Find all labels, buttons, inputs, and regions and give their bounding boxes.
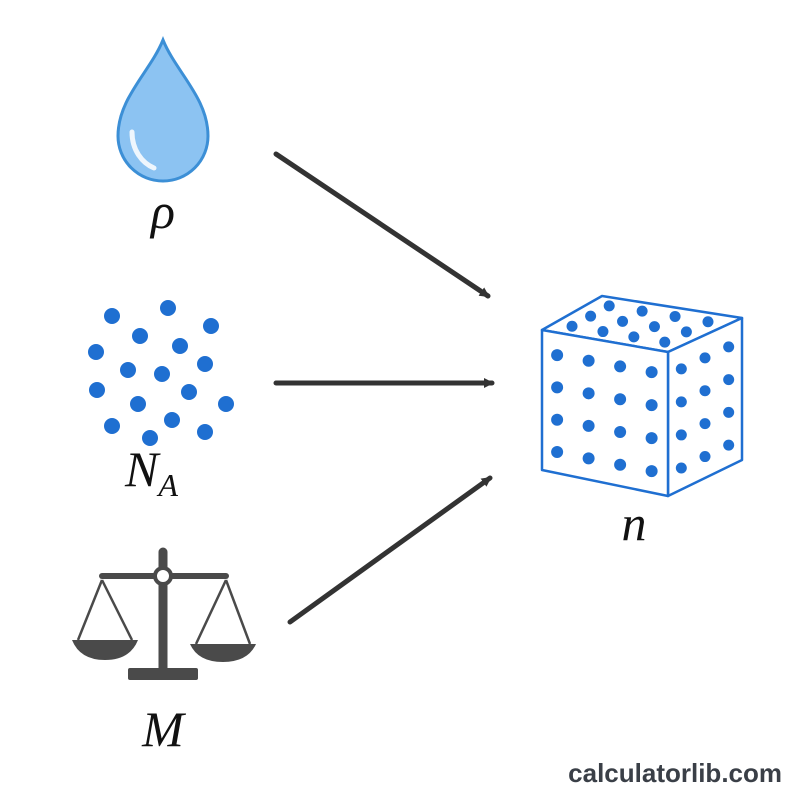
density-label: ρ: [149, 183, 175, 239]
avogadro-label-subscript: A: [156, 467, 178, 503]
particle-dot: [669, 310, 681, 322]
avogadro-label-base: N: [124, 441, 161, 497]
particle-dot: [551, 446, 564, 459]
particle-cube-icon: [540, 294, 744, 498]
particle-dot: [218, 396, 234, 412]
molar-mass-label: M: [141, 701, 186, 757]
avogadro-label: NA: [124, 441, 178, 503]
arrows: [273, 151, 495, 625]
particle-dot: [675, 462, 687, 474]
number-density-label: n: [622, 495, 647, 551]
particle-dot: [675, 429, 687, 441]
particle-dot: [699, 418, 711, 430]
particle-dot: [551, 381, 564, 394]
particle-dot: [675, 363, 687, 375]
particle-dot: [203, 318, 219, 334]
arrow-density-to-n: [273, 151, 491, 299]
particle-dot: [614, 458, 627, 471]
particle-dot: [659, 336, 671, 348]
particle-dot: [680, 326, 692, 338]
particle-dot: [702, 316, 714, 328]
particle-dot: [597, 326, 609, 338]
particle-dot: [551, 413, 564, 426]
particle-dot: [164, 412, 180, 428]
particle-dot: [648, 321, 660, 333]
particle-cluster-icon: [88, 300, 234, 446]
particle-dot: [723, 406, 735, 418]
particle-dot: [617, 315, 629, 327]
particle-dot: [645, 366, 658, 379]
particle-dot: [628, 331, 640, 343]
particle-dot: [723, 374, 735, 386]
particle-dot: [585, 310, 597, 322]
balance-scale-icon: [72, 547, 256, 680]
particle-dot: [88, 344, 104, 360]
particle-dot: [699, 352, 711, 364]
particle-dot: [197, 356, 213, 372]
particle-dot: [645, 465, 658, 478]
particle-dot: [723, 341, 735, 353]
particle-dot: [104, 308, 120, 324]
particle-dot: [636, 305, 648, 317]
particle-dot: [614, 393, 627, 406]
particle-dot: [614, 425, 627, 438]
particle-dot: [551, 349, 564, 362]
particle-dot: [645, 399, 658, 412]
particle-dot: [197, 424, 213, 440]
particle-dot: [582, 452, 595, 465]
particle-dot: [104, 418, 120, 434]
particle-dot: [582, 419, 595, 432]
particle-dot: [172, 338, 188, 354]
particle-dot: [614, 360, 627, 373]
particle-dot: [723, 439, 735, 451]
particle-dot: [142, 430, 158, 446]
particle-dot: [130, 396, 146, 412]
water-drop-icon: [116, 36, 210, 183]
particle-dot: [160, 300, 176, 316]
watermark-text: calculatorlib.com: [568, 758, 782, 788]
particle-dot: [699, 451, 711, 463]
particle-dot: [582, 387, 595, 400]
particle-dot: [132, 328, 148, 344]
particle-dot: [181, 384, 197, 400]
particle-dot: [89, 382, 105, 398]
particle-dot: [154, 366, 170, 382]
particle-dot: [582, 354, 595, 367]
particle-dot: [645, 432, 658, 445]
arrow-molar-mass-to-n: [287, 475, 493, 625]
particle-dot: [675, 396, 687, 408]
particle-dot: [603, 300, 615, 312]
particle-dot: [566, 320, 578, 332]
particle-dot: [699, 385, 711, 397]
particle-dot: [120, 362, 136, 378]
